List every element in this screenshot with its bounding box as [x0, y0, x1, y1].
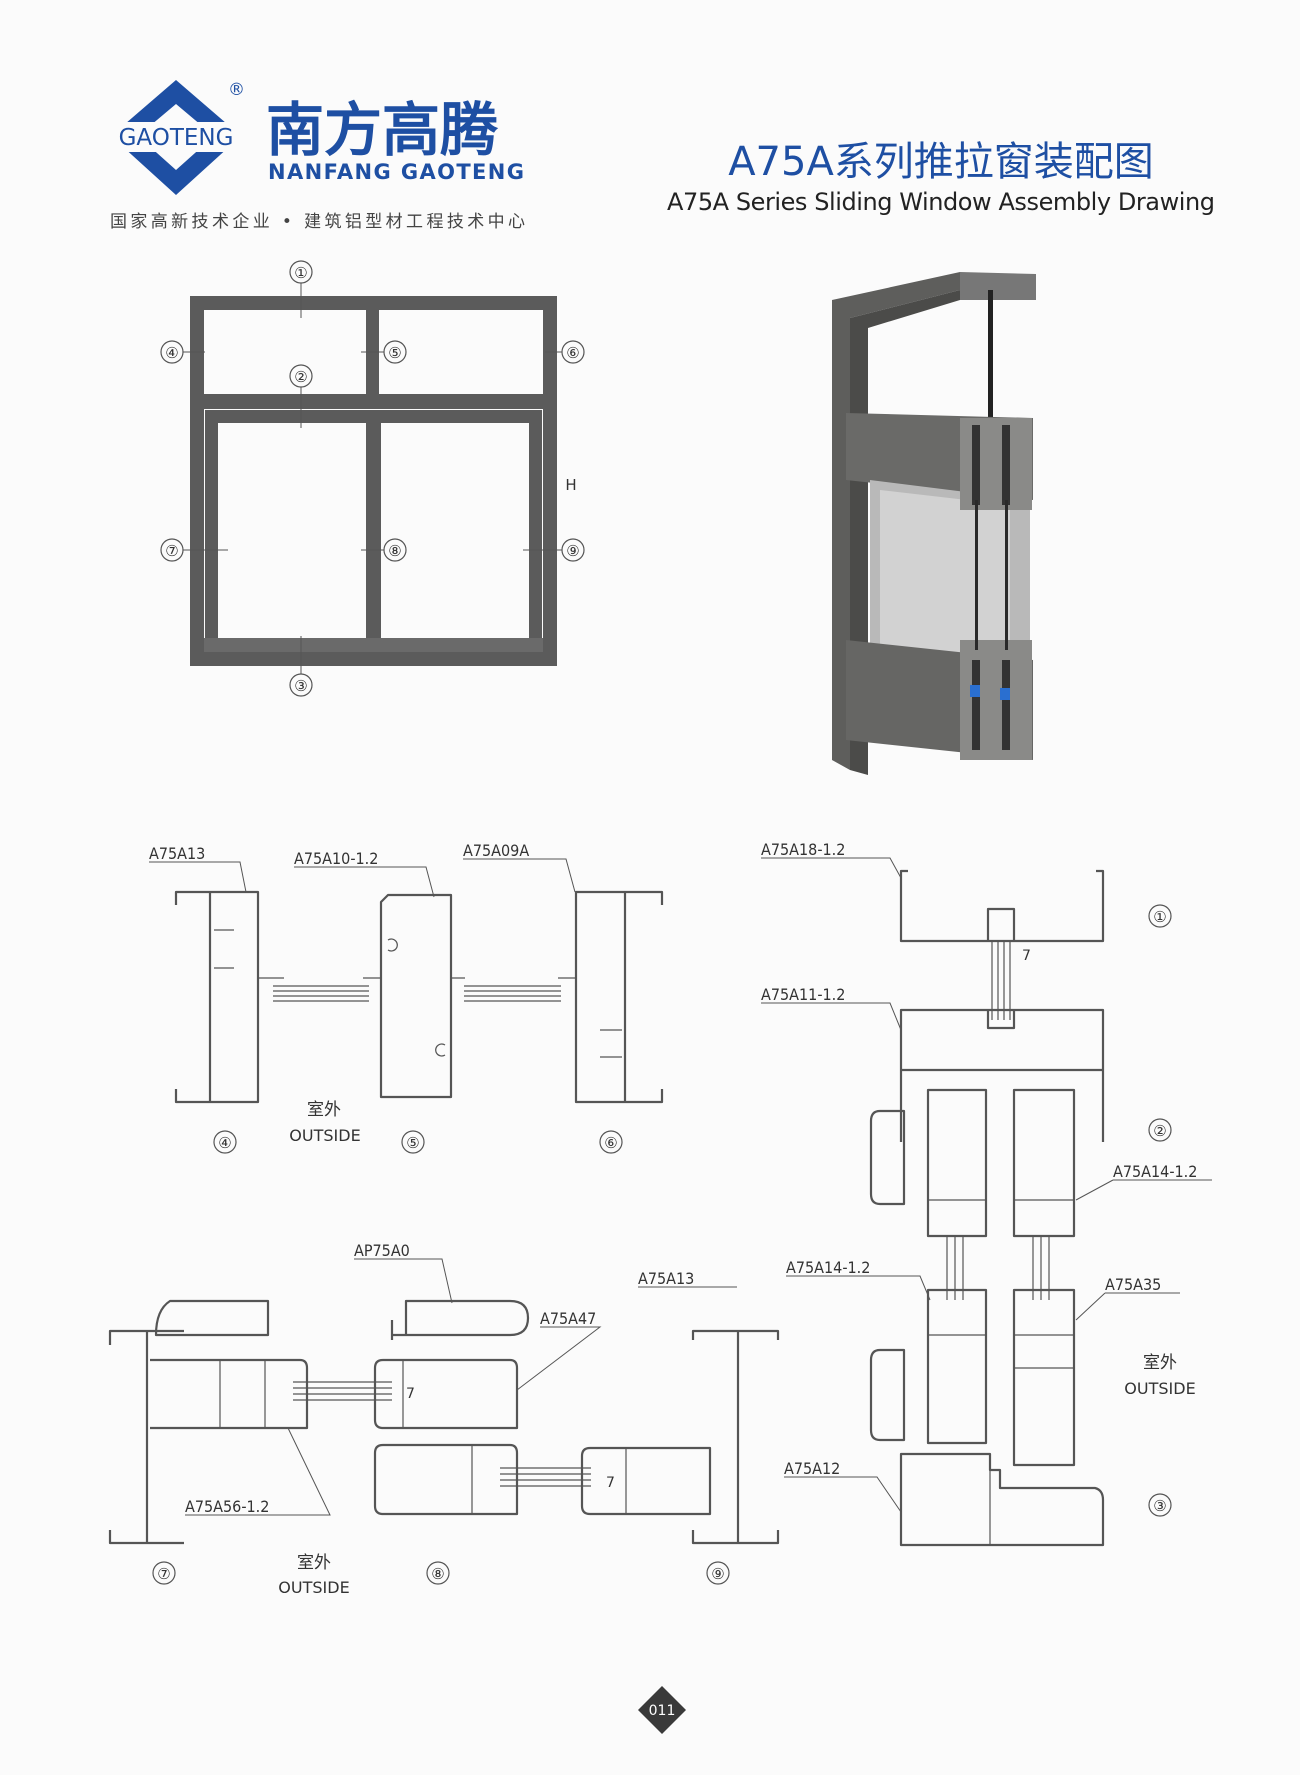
glass-dim-upper: 7	[406, 1386, 415, 1402]
page-number: 011	[649, 1703, 676, 1719]
callout-label: ⑤	[388, 344, 401, 362]
callout-label: ⑨	[566, 542, 579, 560]
section-number-9: ⑨	[711, 1565, 724, 1583]
callout-8: ⑧	[383, 538, 407, 562]
label-a75a12: A75A12	[784, 1459, 840, 1478]
callout-label: ⑥	[566, 344, 579, 362]
label-a75a13: A75A13	[149, 844, 205, 863]
outside-label-en: OUTSIDE	[1124, 1379, 1195, 1398]
label-a75a18: A75A18-1.2	[761, 840, 845, 859]
logo-diamond-icon	[111, 80, 241, 195]
section-number-6: ⑥	[604, 1134, 617, 1152]
callout-label: ④	[165, 344, 178, 362]
callout-4: ④	[160, 340, 184, 364]
callout-label: ⑦	[165, 542, 178, 560]
label-a75a56: A75A56-1.2	[185, 1497, 269, 1516]
label-a75a14-lower: A75A14-1.2	[786, 1258, 870, 1277]
section-number-2: ②	[1153, 1122, 1166, 1140]
label-a75a14-upper: A75A14-1.2	[1113, 1162, 1197, 1181]
logo-badge-text: GAOTENG	[119, 125, 234, 151]
page-title-en: A75A Series Sliding Window Assembly Draw…	[667, 188, 1215, 216]
callout-2: ②	[289, 364, 313, 388]
callout-7: ⑦	[160, 538, 184, 562]
page-number-badge: 011	[638, 1686, 686, 1734]
callout-3: ③	[289, 673, 313, 697]
brand-logo: GAOTENG ® 南方高腾 NANFANG GAOTENG 国家高新技术企业 …	[106, 80, 525, 232]
elevation-callouts: ① ② ③ ④ ⑤ ⑥ ⑦ ⑧ ⑨	[160, 260, 585, 697]
label-a75a10: A75A10-1.2	[294, 849, 378, 868]
window-elevation: ① ② ③ ④ ⑤ ⑥ ⑦ ⑧ ⑨ H	[160, 260, 585, 697]
callout-label: ②	[294, 368, 307, 386]
section-number-8: ⑧	[431, 1565, 444, 1583]
section-vertical: 7 A75A18-1.2 A75A11-1.2 A75A14-1.2 A75A1…	[761, 840, 1212, 1547]
outside-label-en: OUTSIDE	[278, 1578, 349, 1597]
outside-label-en: OUTSIDE	[289, 1126, 360, 1145]
glass-dim-top: 7	[1022, 948, 1031, 964]
brand-name-en: NANFANG GAOTENG	[268, 160, 524, 184]
registered-mark: ®	[228, 80, 245, 100]
label-a75a09a: A75A09A	[463, 841, 529, 860]
section-number-5: ⑤	[406, 1134, 419, 1152]
callout-label: ③	[294, 677, 307, 695]
label-a75a13-mullion: A75A13	[638, 1269, 694, 1288]
outside-label-cn: 室外	[1143, 1353, 1177, 1373]
callout-label: ①	[294, 264, 307, 282]
label-a75a47: A75A47	[540, 1309, 596, 1328]
section-number-7: ⑦	[157, 1565, 170, 1583]
section-jamb: A75A13 A75A10-1.2 A75A09A 室外 OUTSIDE ④ ⑤…	[149, 841, 664, 1154]
company-slogan: 国家高新技术企业 • 建筑铝型材工程技术中心	[110, 212, 525, 232]
outside-label-cn: 室外	[297, 1553, 331, 1573]
label-a75a35: A75A35	[1105, 1275, 1161, 1294]
glass-dim-lower: 7	[606, 1475, 615, 1491]
section-number-4: ④	[218, 1134, 231, 1152]
section-number-3: ③	[1153, 1497, 1166, 1515]
callout-5: ⑤	[383, 340, 407, 364]
label-a75a11: A75A11-1.2	[761, 985, 845, 1004]
callout-6: ⑥	[561, 340, 585, 364]
label-ap75a0: AP75A0	[354, 1241, 410, 1260]
brand-name-cn: 南方高腾	[266, 96, 499, 164]
callout-9: ⑨	[561, 538, 585, 562]
height-label: H	[565, 476, 576, 494]
profile-3d-render	[832, 272, 1036, 775]
section-number-1: ①	[1153, 908, 1166, 926]
outside-label-cn: 室外	[307, 1100, 341, 1120]
section-horizontal: 7 7 AP75A0 A75A47 A75A13 A75A56-1.2 室外 O…	[108, 1241, 780, 1597]
page-title-cn: A75A系列推拉窗装配图	[728, 139, 1154, 185]
callout-1: ①	[289, 260, 313, 284]
callout-label: ⑧	[388, 542, 401, 560]
